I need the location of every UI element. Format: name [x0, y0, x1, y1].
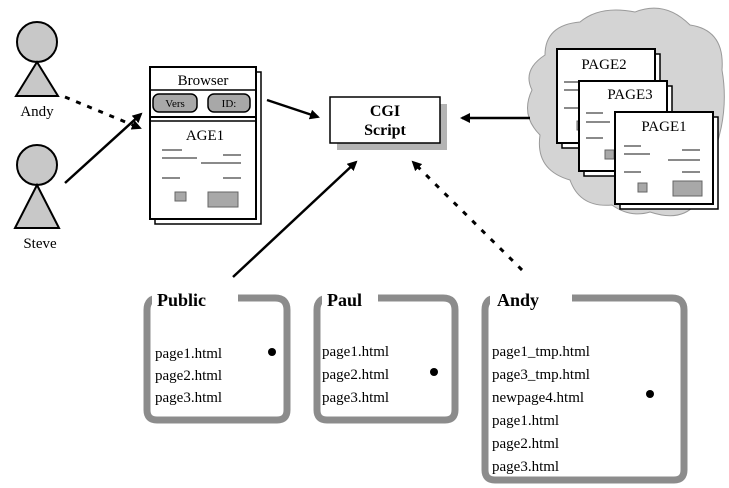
browser-content-lines [162, 149, 241, 179]
folder-public-file: page3.html [155, 390, 222, 406]
page1-label: PAGE1 [641, 119, 686, 135]
person-body-icon [13, 182, 61, 229]
folder-public-file: page2.html [155, 368, 222, 384]
vers-button-label: Vers [165, 98, 185, 110]
browser-widget-large [207, 191, 239, 208]
bullet-dot [430, 368, 438, 376]
folder-andy-file: page2.html [492, 436, 559, 452]
person-head-icon [16, 144, 58, 186]
arrows [64, 95, 530, 278]
id-button[interactable] [207, 93, 251, 113]
folder-public-file: page1.html [155, 346, 222, 362]
folder-frame [481, 294, 688, 484]
arrow-andy-to-browser [64, 95, 142, 130]
page2-label: PAGE2 [581, 57, 626, 73]
folder-paul-title: Paul [327, 290, 362, 310]
id-button-label: ID: [222, 98, 237, 110]
page3-label: PAGE3 [607, 87, 652, 103]
folder-paul: Paul page1.html page2.html page3.html [313, 288, 459, 424]
folder-public: Public page1.html page2.html page3.html [143, 288, 291, 424]
bullet-dot [268, 348, 276, 356]
cgi-frame [329, 96, 441, 144]
cgi-label-line1: CGI [370, 103, 400, 120]
browser-title: Browser [178, 73, 229, 89]
arrow-public-to-cgi [232, 160, 358, 278]
folder-title-bg [490, 288, 572, 310]
bullet-dot [646, 390, 654, 398]
vers-button[interactable] [152, 93, 198, 113]
cgi-label-line2: Script [364, 122, 406, 139]
browser-widget-small [174, 191, 187, 202]
user-andy-label: Andy [20, 104, 54, 120]
user-andy: Andy [14, 21, 60, 120]
folder-title-bg [152, 288, 238, 310]
folder-andy-title: Andy [497, 290, 539, 310]
arrow-browser-to-cgi [266, 98, 320, 120]
folder-andy-file: page3_tmp.html [492, 367, 590, 383]
folder-paul-file: page2.html [322, 367, 389, 383]
person-head-icon [16, 21, 58, 63]
folder-andy: Andy page1_tmp.html page3_tmp.html newpa… [481, 288, 688, 484]
person-body-icon [14, 60, 60, 97]
user-steve-label: Steve [23, 236, 57, 252]
user-steve: Steve [13, 144, 61, 252]
page-cloud: PAGE2 PAGE3 PAGE1 [527, 7, 725, 217]
browser-window: Browser Vers ID: AGE1 [149, 66, 262, 225]
folder-public-title: Public [157, 290, 206, 310]
folder-andy-file: page3.html [492, 459, 559, 475]
arrow-andy-folder-to-cgi [411, 160, 524, 272]
folder-title-bg [322, 288, 378, 310]
browser-page-label: AGE1 [186, 128, 224, 144]
folder-paul-file: page1.html [322, 344, 389, 360]
page1-doc: PAGE1 [614, 111, 719, 210]
folder-paul-file: page3.html [322, 390, 389, 406]
folder-andy-file: page1_tmp.html [492, 344, 590, 360]
folder-andy-file: page1.html [492, 413, 559, 429]
cgi-script-box: CGI Script [329, 96, 447, 150]
arrow-steve-to-browser [64, 112, 143, 184]
folder-andy-file: newpage4.html [492, 390, 584, 406]
